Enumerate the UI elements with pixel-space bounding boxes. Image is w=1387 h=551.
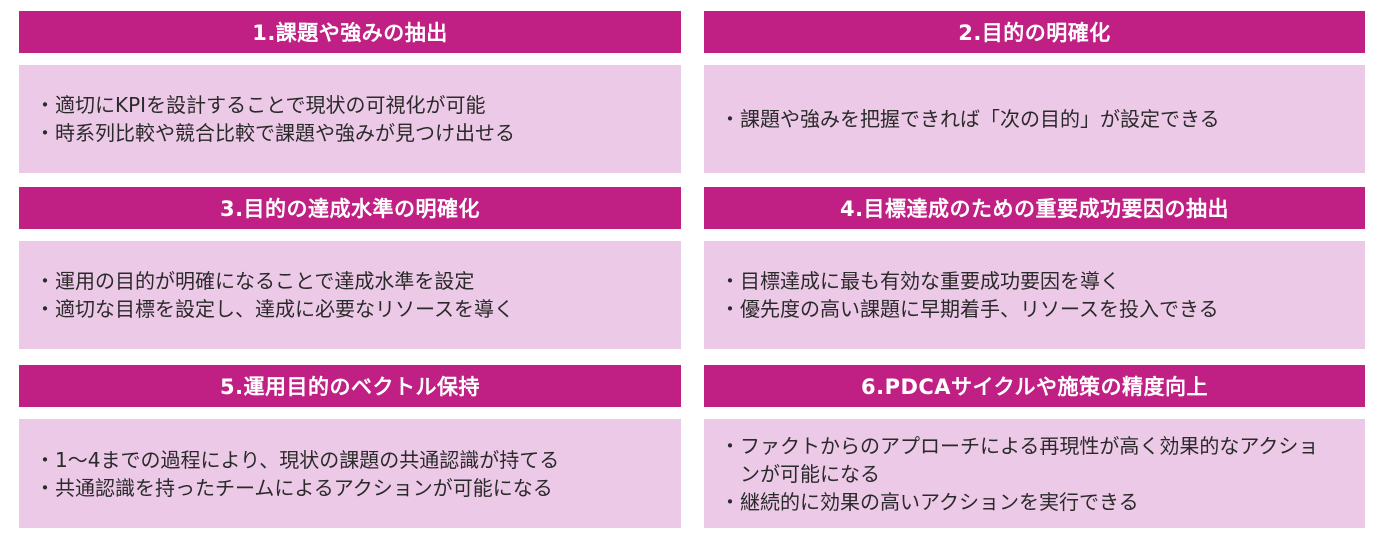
bullet-text: 共通認識を持ったチームによるアクションが可能になる [55, 475, 553, 500]
card-achievement-level: 3.目的の達成水準の明確化 ・ 運用の目的が明確になることで達成水準を設定 ・ … [19, 187, 681, 349]
card-body: ・ 適切にKPIを設計することで現状の可視化が可能 ・ 時系列比較や競合比較で課… [19, 65, 681, 173]
bullet-text: 優先度の高い課題に早期着手、リソースを投入できる [740, 297, 1219, 321]
card-vector-retention: 5.運用目的のベクトル保持 ・ 1〜4までの過程により、現状の課題の共通認識が持… [19, 365, 681, 528]
bullet-text: 1〜4までの過程により、現状の課題の共通認識が持てる [55, 447, 560, 472]
list-item: ・ ファクトからのアプローチによる再現性が高く効果的なアクションが可能になる [720, 432, 1365, 488]
card-key-success-factors: 4.目標達成のための重要成功要因の抽出 ・ 目標達成に最も有効な重要成功要因を導… [704, 187, 1365, 349]
list-item: ・ 適切な目標を設定し、達成に必要なリソースを導く [35, 295, 681, 323]
list-item: ・ 時系列比較や競合比較で課題や強みが見つけ出せる [35, 119, 681, 147]
card-pdca-accuracy: 6.PDCAサイクルや施策の精度向上 ・ ファクトからのアプローチによる再現性が… [704, 365, 1365, 528]
bullet-icon: ・ [35, 93, 55, 117]
list-item: ・ 適切にKPIを設計することで現状の可視化が可能 [35, 91, 681, 119]
card-body: ・ 課題や強みを把握できれば「次の目的」が設定できる [704, 65, 1365, 173]
card-issue-extraction: 1.課題や強みの抽出 ・ 適切にKPIを設計することで現状の可視化が可能 ・ 時… [19, 11, 681, 173]
bullet-text: ファクトからのアプローチによる再現性が高く効果的なアクションが可能になる [740, 433, 1319, 486]
list-item: ・ 優先度の高い課題に早期着手、リソースを投入できる [720, 295, 1365, 323]
bullet-text: 継続的に効果の高いアクションを実行できる [740, 489, 1139, 514]
list-item: ・ 継続的に効果の高いアクションを実行できる [720, 488, 1365, 516]
bullet-text: 適切にKPIを設計することで現状の可視化が可能 [55, 93, 486, 117]
card-title: 3.目的の達成水準の明確化 [19, 187, 681, 229]
list-item: ・ 課題や強みを把握できれば「次の目的」が設定できる [720, 105, 1365, 133]
bullet-text: 課題や強みを把握できれば「次の目的」が設定できる [740, 107, 1220, 131]
bullet-text: 時系列比較や競合比較で課題や強みが見つけ出せる [55, 121, 515, 145]
bullet-text: 目標達成に最も有効な重要成功要因を導く [740, 269, 1120, 293]
bullet-icon: ・ [35, 121, 55, 145]
bullet-icon: ・ [720, 107, 740, 131]
card-purpose-clarification: 2.目的の明確化 ・ 課題や強みを把握できれば「次の目的」が設定できる [704, 11, 1365, 173]
bullet-icon: ・ [35, 297, 55, 321]
card-title: 2.目的の明確化 [704, 11, 1365, 53]
card-body: ・ 運用の目的が明確になることで達成水準を設定 ・ 適切な目標を設定し、達成に必… [19, 241, 681, 349]
bullet-icon: ・ [35, 447, 55, 472]
list-item: ・ 目標達成に最も有効な重要成功要因を導く [720, 267, 1365, 295]
list-item: ・ 共通認識を持ったチームによるアクションが可能になる [35, 474, 681, 502]
card-title: 1.課題や強みの抽出 [19, 11, 681, 53]
bullet-text: 適切な目標を設定し、達成に必要なリソースを導く [55, 297, 514, 321]
card-title: 5.運用目的のベクトル保持 [19, 365, 681, 407]
bullet-icon: ・ [35, 269, 55, 293]
bullet-icon: ・ [35, 475, 55, 500]
card-body: ・ 1〜4までの過程により、現状の課題の共通認識が持てる ・ 共通認識を持ったチ… [19, 419, 681, 528]
bullet-icon: ・ [720, 269, 740, 293]
card-body: ・ ファクトからのアプローチによる再現性が高く効果的なアクションが可能になる ・… [704, 419, 1365, 528]
card-body: ・ 目標達成に最も有効な重要成功要因を導く ・ 優先度の高い課題に早期着手、リソ… [704, 241, 1365, 349]
bullet-icon: ・ [720, 489, 740, 514]
list-item: ・ 1〜4までの過程により、現状の課題の共通認識が持てる [35, 446, 681, 474]
bullet-icon: ・ [720, 297, 740, 321]
list-item: ・ 運用の目的が明確になることで達成水準を設定 [35, 267, 681, 295]
card-title: 6.PDCAサイクルや施策の精度向上 [704, 365, 1365, 407]
bullet-icon: ・ [720, 433, 740, 458]
card-title: 4.目標達成のための重要成功要因の抽出 [704, 187, 1365, 229]
bullet-text: 運用の目的が明確になることで達成水準を設定 [55, 269, 475, 293]
